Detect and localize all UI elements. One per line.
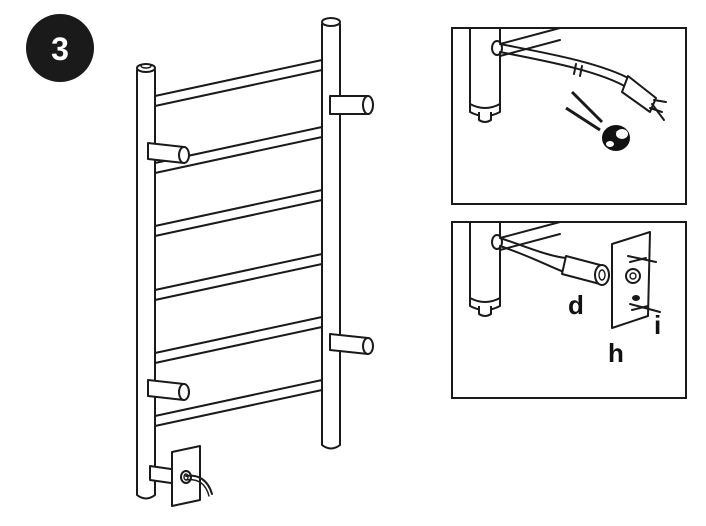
junction-plate: [149, 445, 213, 507]
right-upright: [321, 17, 341, 450]
detail-cut-cord: [451, 27, 687, 205]
scissors-icon: [565, 90, 630, 151]
label-i: i: [654, 310, 661, 340]
towel-warmer: [136, 17, 374, 507]
step-badge: 3: [26, 14, 94, 82]
mounting-pegs: [147, 95, 374, 401]
left-upright: [136, 63, 156, 500]
step-number: 3: [51, 31, 69, 67]
label-d: d: [568, 290, 584, 320]
label-h: h: [608, 338, 624, 368]
detail-hardwire: d h i: [451, 221, 687, 399]
rungs: [154, 59, 323, 427]
